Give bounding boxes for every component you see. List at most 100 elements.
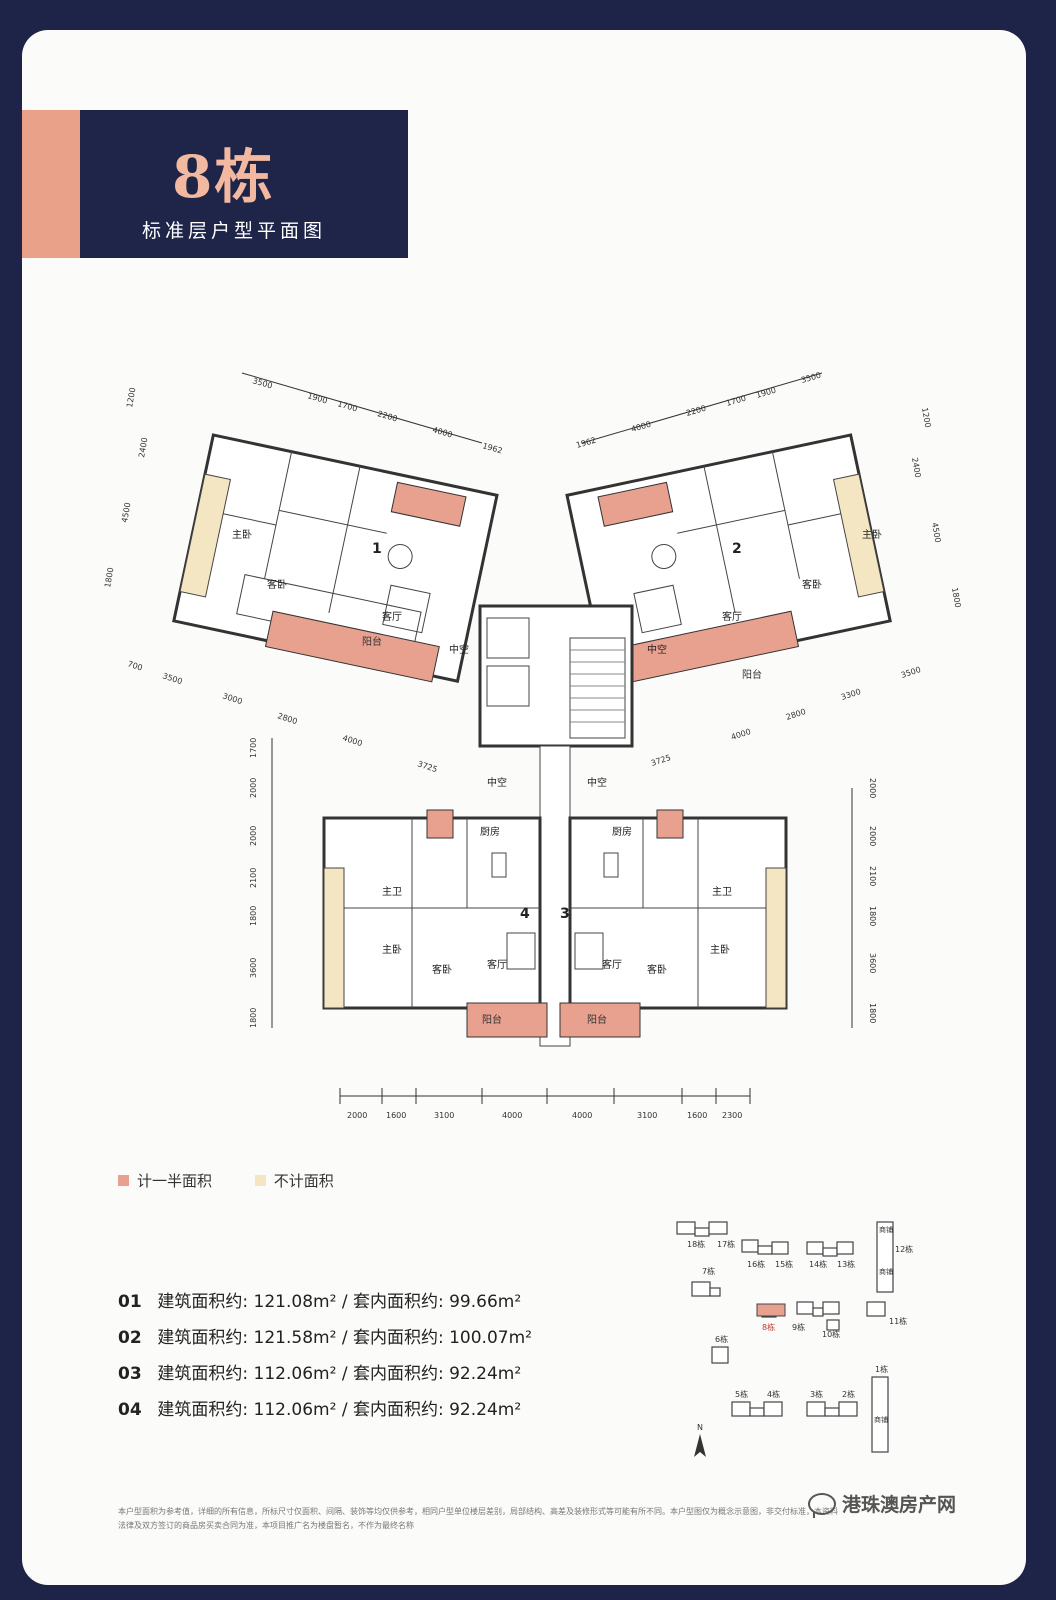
dim-bottom-8: 2300 [722, 1111, 742, 1120]
sitemap-b6: 6栋 [715, 1334, 728, 1344]
sitemap-shop-1: 商铺 [879, 1225, 893, 1234]
room-master-bath-3: 主卫 [712, 886, 732, 898]
inner-area: 92.24m² [449, 1400, 522, 1420]
brochure-sheet: 8栋 标准层户型平面图 [22, 30, 1026, 1585]
footnote-line-2: 法律及双方签订的商品房买卖合同为准，本项目推广名为楼盘暂名，不作为最终名称 [118, 1521, 414, 1530]
floor-plan: 1 2 3 4 主卧 客卧 客厅 阳台 中空 主卧 客卧 客厅 阳台 中空 主卧… [103, 371, 962, 1120]
dim-top-left-6: 1962 [481, 441, 503, 455]
room-void-2: 中空 [647, 643, 667, 656]
dim-top-left-4: 2200 [376, 409, 398, 423]
watermark: 港珠澳房产网 [808, 1490, 957, 1518]
room-living-3: 客厅 [602, 958, 622, 971]
dim-ll-side-2: 2000 [249, 778, 258, 798]
dim-bottom-7: 1600 [687, 1111, 707, 1120]
dim-left-1: 1200 [125, 387, 137, 409]
sitemap-b2: 2栋 [842, 1389, 855, 1399]
gross-area: 112.06m² [253, 1364, 337, 1384]
sitemap-b7: 7栋 [702, 1266, 715, 1276]
room-kitchen-3: 厨房 [612, 825, 632, 838]
dim-ul-bottom-5: 4000 [341, 733, 363, 748]
inner-label: 套内面积约: [352, 1328, 444, 1348]
room-master-bedroom-1: 主卧 [232, 528, 252, 541]
dim-bottom-3: 3100 [434, 1111, 454, 1120]
inner-area: 92.24m² [449, 1364, 522, 1384]
room-master-bedroom-4: 主卧 [382, 943, 402, 956]
room-void-1: 中空 [449, 643, 469, 656]
sitemap-b16: 16栋 [747, 1259, 765, 1269]
area-row: 02 建筑面积约: 121.58m² / 套内面积约: 100.07m² [118, 1320, 532, 1356]
legend-half-label: 计一半面积 [137, 1172, 213, 1190]
unit-1-block [172, 433, 499, 683]
dim-bottom-2: 1600 [386, 1111, 406, 1120]
unit-4-block [322, 809, 548, 1038]
area-separator: / [341, 1400, 348, 1420]
dim-ll-side-4: 2100 [249, 868, 258, 888]
dim-ul-bottom-4: 2800 [276, 711, 298, 726]
dim-top-left-1: 3500 [251, 376, 273, 390]
gross-area: 121.58m² [253, 1328, 337, 1348]
area-list: 01 建筑面积约: 121.08m² / 套内面积约: 99.66m² 02 建… [118, 1284, 532, 1428]
gross-label: 建筑面积约: [157, 1400, 249, 1420]
dim-left-4: 1800 [103, 567, 115, 589]
sitemap-b18: 18栋 [687, 1239, 705, 1249]
inner-label: 套内面积约: [352, 1400, 444, 1420]
north-arrow-icon [694, 1434, 706, 1457]
dim-ul-bottom-2: 3500 [161, 671, 183, 686]
room-balcony-3: 阳台 [587, 1013, 607, 1026]
sitemap-shop-3: 商铺 [874, 1415, 888, 1424]
gross-area: 112.06m² [253, 1400, 337, 1420]
dim-lr-side-6: 1800 [868, 1003, 877, 1023]
unit-label-3: 3 [560, 906, 570, 922]
area-row: 01 建筑面积约: 121.08m² / 套内面积约: 99.66m² [118, 1284, 532, 1320]
inner-label: 套内面积约: [352, 1364, 444, 1384]
unit-number: 01 [118, 1292, 142, 1312]
dim-top-left-2: 1900 [306, 391, 328, 405]
dim-lr-side-5: 3600 [868, 953, 877, 973]
unit-label-4: 4 [520, 906, 530, 922]
dim-ll-side-7: 1800 [249, 1008, 258, 1028]
room-living-4: 客厅 [487, 958, 507, 971]
room-void-4: 中空 [487, 776, 507, 789]
dim-ur-bottom-4: 3300 [840, 687, 862, 702]
sitemap-shop-2: 商铺 [879, 1267, 893, 1276]
watermark-text: 港珠澳房产网 [842, 1494, 957, 1516]
north-label: N [697, 1423, 703, 1432]
inner-label: 套内面积约: [352, 1292, 444, 1312]
chat-bubble-icon [808, 1492, 836, 1518]
sitemap-b8: 8栋 [762, 1322, 775, 1332]
legend-no-area: 不计面积 [254, 1170, 334, 1191]
gross-label: 建筑面积约: [157, 1328, 249, 1348]
unit-3-block [559, 809, 788, 1038]
gross-area: 121.08m² [253, 1292, 337, 1312]
room-balcony-2: 阳台 [742, 668, 762, 681]
dim-ul-bottom-6: 3725 [416, 759, 438, 774]
legend-half-area: 计一半面积 [118, 1170, 212, 1191]
dim-ur-bottom-5: 3500 [900, 665, 922, 680]
dim-lr-side-4: 1800 [868, 906, 877, 926]
dim-top-right-6: 3500 [800, 371, 822, 385]
sitemap-b15: 15栋 [775, 1259, 793, 1269]
area-separator: / [341, 1364, 348, 1384]
room-living-1: 客厅 [382, 610, 402, 623]
room-void-3: 中空 [587, 776, 607, 789]
sitemap-b13: 13栋 [837, 1259, 855, 1269]
dim-ll-side-1: 1700 [249, 738, 258, 758]
gross-label: 建筑面积约: [157, 1292, 249, 1312]
dim-ur-bottom-2: 4000 [730, 727, 752, 742]
dim-top-right-1: 1962 [575, 436, 597, 450]
sitemap-b14: 14栋 [809, 1259, 827, 1269]
dim-right-2: 2400 [910, 457, 922, 479]
title-banner-accent [22, 110, 80, 258]
dim-lr-side-2: 2000 [868, 826, 877, 846]
area-row: 04 建筑面积约: 112.06m² / 套内面积约: 92.24m² [118, 1392, 532, 1428]
dim-lr-side-3: 2100 [868, 866, 877, 886]
dim-right-4: 1800 [950, 587, 962, 609]
room-balcony-4: 阳台 [482, 1013, 502, 1026]
dim-top-right-3: 2200 [685, 404, 707, 418]
dim-ur-bottom-1: 3725 [650, 753, 672, 768]
dim-bottom-6: 3100 [637, 1111, 657, 1120]
footnote-line-1: 本户型面积为参考值，详细的所有信息，所标尺寸仅面积、间隔、装饰等均仅供参考，相同… [118, 1507, 838, 1516]
inner-area: 100.07m² [449, 1328, 532, 1348]
area-legend: 计一半面积 不计面积 [118, 1170, 372, 1191]
dim-left-2: 2400 [137, 437, 149, 459]
